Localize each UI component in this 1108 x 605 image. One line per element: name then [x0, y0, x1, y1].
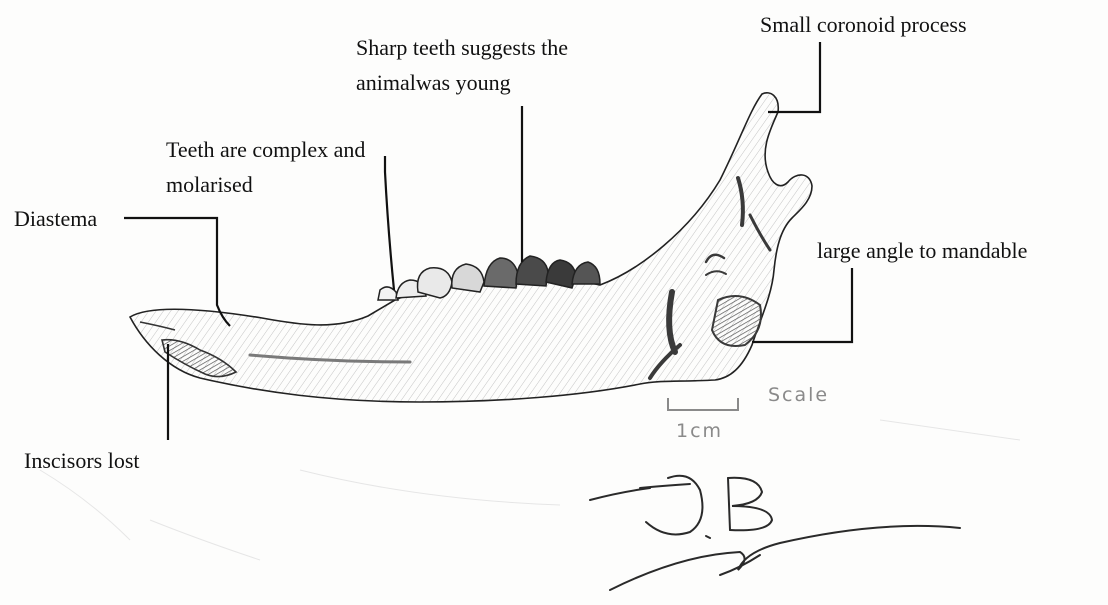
- scale-word: Scale: [768, 384, 829, 406]
- label-small-coronoid: Small coronoid process: [760, 10, 967, 39]
- label-diastema: Diastema: [14, 204, 97, 233]
- label-sharp-teeth-line2: animalwas young: [356, 68, 511, 97]
- label-incisors-lost: Inscisors lost: [24, 446, 140, 475]
- label-teeth-complex-line2: molarised: [166, 170, 253, 199]
- label-large-angle: large angle to mandable: [817, 236, 1027, 265]
- label-sharp-teeth-line1: Sharp teeth suggests the: [356, 33, 568, 62]
- scale-bar: [668, 398, 738, 410]
- leader-complex-teeth: [385, 156, 394, 290]
- label-teeth-complex-line1: Teeth are complex and: [166, 135, 365, 164]
- scale-unit: 1cm: [676, 420, 723, 442]
- paper-texture: [40, 420, 1020, 560]
- signature-strokes: [590, 476, 960, 590]
